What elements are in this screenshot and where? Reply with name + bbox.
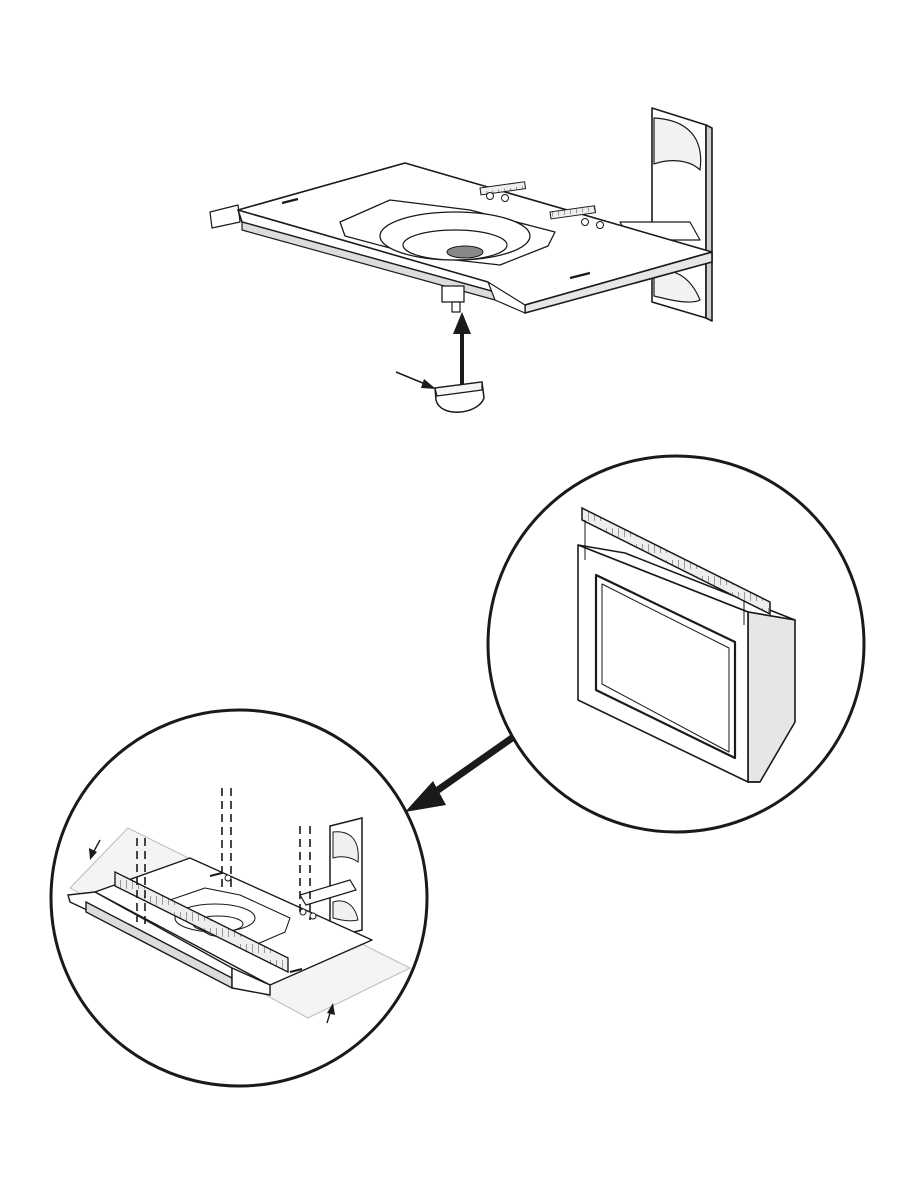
shelf-measure-detail-circle — [51, 710, 427, 1086]
monitor-detail-circle — [488, 456, 864, 832]
detail-link-arrow — [405, 738, 512, 812]
pointer-arrow — [396, 372, 436, 389]
up-arrow — [453, 312, 471, 385]
top-mount-figure — [210, 108, 712, 412]
wall-plate — [620, 108, 712, 321]
center-post — [442, 286, 464, 312]
end-cap — [435, 382, 484, 412]
